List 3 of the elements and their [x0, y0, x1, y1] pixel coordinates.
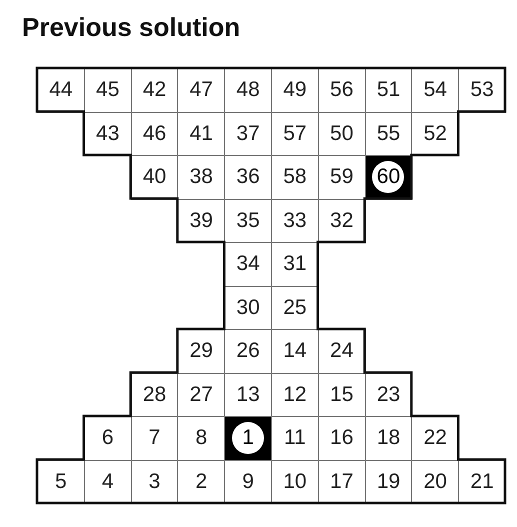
- circled-number: 1: [232, 422, 264, 454]
- circled-number: 60: [372, 161, 404, 194]
- puzzle-title: Previous solution: [22, 12, 240, 43]
